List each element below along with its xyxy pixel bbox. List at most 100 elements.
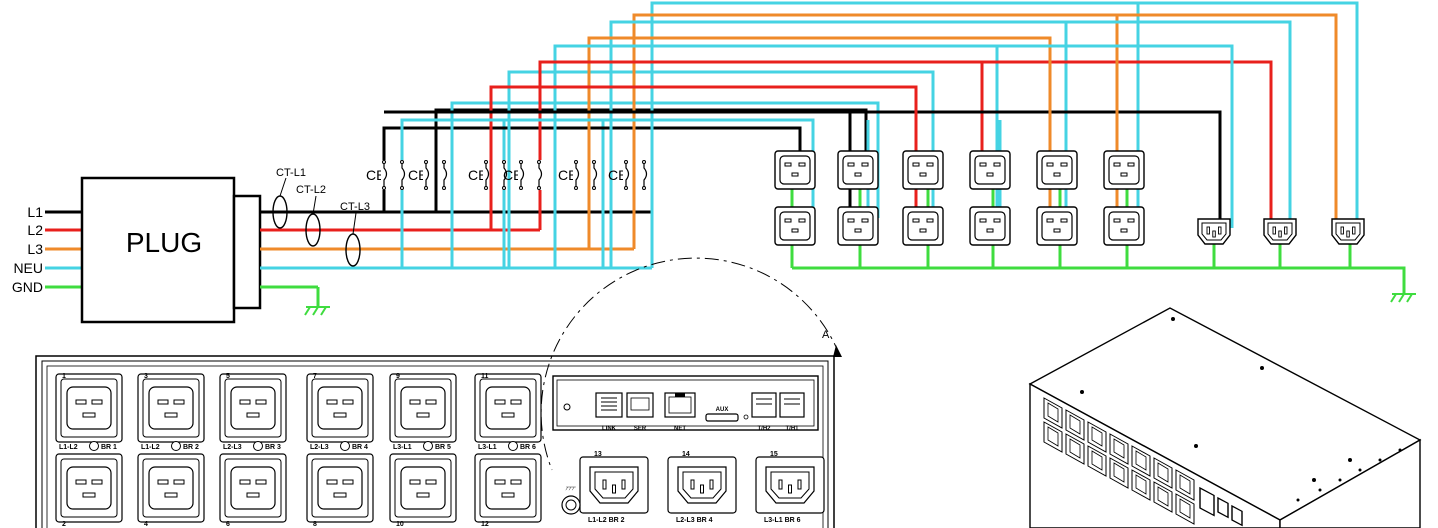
aux-port[interactable]: AUX: [705, 407, 749, 422]
c19-outlet: [969, 206, 1011, 246]
iso-outlet: [1175, 493, 1195, 525]
port-label-net: NET: [674, 426, 686, 432]
network-module: LINK SER NET AUX T/H2: [552, 375, 819, 432]
iso-outlet: [1043, 397, 1063, 429]
detail-marker-label: A: [822, 329, 830, 341]
breaker-label: CB: [503, 167, 522, 183]
ct-label-l2: CT-L2: [296, 184, 326, 196]
port-label-ser: SER: [634, 426, 647, 432]
iso-outlet: [1131, 445, 1151, 477]
port-label-aux: AUX: [716, 407, 729, 413]
breaker-label: CB: [468, 167, 487, 183]
circuit-breaker: CB: [608, 160, 648, 190]
ground-symbol-left: [304, 306, 331, 316]
outlet-number: 11: [481, 373, 489, 380]
svg-text:BR 5: BR 5: [435, 444, 451, 451]
iso-outlet: [1153, 457, 1173, 489]
outlet-number: 9: [396, 373, 400, 380]
rear-outlet: 4: [137, 453, 205, 528]
svg-text:L3-L1 BR 6: L3-L1 BR 6: [764, 517, 801, 524]
ground-bus: [792, 266, 1406, 294]
rear-outlet: 1: [55, 373, 123, 443]
circuit-breaker: CB: [503, 160, 543, 190]
c19-outlet: [837, 150, 879, 190]
temp-humidity-port-1[interactable]: T/H1: [779, 392, 805, 432]
input-label-l2: L2: [27, 222, 43, 238]
iso-outlet: [1109, 433, 1129, 465]
current-transformers: CT-L1 CT-L2 CT-L3: [272, 167, 370, 267]
temp-humidity-port-2[interactable]: T/H2: [751, 392, 777, 432]
svg-text:L1-L2: L1-L2: [59, 444, 78, 451]
c19-outlet: [774, 206, 816, 246]
c19-outlet: [837, 206, 879, 246]
rear-outlet: 3: [137, 373, 205, 443]
c13-outlet: [1197, 218, 1231, 245]
input-label-l3: L3: [27, 241, 43, 257]
ground-stud: [561, 486, 581, 515]
iso-outlet: [1065, 409, 1085, 441]
bank-label: L3-L1 BR 5: [393, 441, 451, 451]
rear-outlet: 8: [306, 453, 374, 528]
detail-callout: A: [540, 257, 842, 471]
phase-wire-c13: [384, 110, 1222, 230]
plug-block: PLUG: [80, 176, 262, 324]
iso-outlet: [1109, 457, 1129, 489]
svg-text:L3-L1: L3-L1: [393, 444, 412, 451]
c19-outlet: [969, 150, 1011, 190]
svg-text:BR 2: BR 2: [183, 444, 199, 451]
outlet-number: 7: [313, 373, 317, 380]
link-port[interactable]: LINK: [595, 392, 623, 432]
rear-outlet: 2: [55, 453, 123, 528]
iso-outlet: [1043, 421, 1063, 453]
outlet-number: 4: [144, 521, 148, 528]
circuit-breaker: CB: [366, 160, 406, 190]
rear-outlet: 7: [306, 373, 374, 443]
breaker-label: CB: [408, 167, 427, 183]
plug-label: PLUG: [126, 227, 202, 258]
c19-outlet: [902, 206, 944, 246]
ct-label-l1: CT-L1: [276, 167, 306, 179]
outlet-number: 8: [313, 521, 317, 528]
c19-outlet: [902, 150, 944, 190]
breaker-label: CB: [366, 167, 385, 183]
serial-port[interactable]: SER: [626, 392, 654, 432]
rear-outlet: 6: [219, 453, 287, 528]
neutral-wire: [402, 118, 815, 225]
iso-outlet: [1087, 421, 1107, 453]
iso-outlet: [1153, 481, 1173, 513]
port-label-link: LINK: [602, 426, 617, 432]
neutral-wire-c13: [611, 20, 1292, 228]
svg-text:13: 13: [594, 451, 602, 458]
rear-outlet: 9: [389, 373, 457, 443]
bus-lines: [260, 210, 652, 307]
port-label-th2: T/H2: [757, 426, 771, 432]
neutral-wire: [400, 118, 815, 268]
network-port[interactable]: NET: [664, 392, 696, 432]
outlet-number: 3: [144, 373, 148, 380]
svg-text:L3-L1: L3-L1: [478, 444, 497, 451]
iso-outlet: [1175, 469, 1195, 501]
svg-text:L2-L3 BR 4: L2-L3 BR 4: [676, 517, 713, 524]
c19-outlet: [1103, 206, 1145, 246]
phase-wire-c13: [540, 60, 1273, 230]
port-label-th1: T/H1: [785, 426, 799, 432]
iso-outlet: [1087, 445, 1107, 477]
iso-outlet: [1131, 469, 1151, 501]
branch-wiring: [382, 1, 1406, 294]
input-label-neu: NEU: [13, 260, 43, 276]
pdu-isometric-view: [1028, 307, 1422, 528]
svg-text:L1-L2 BR 2: L1-L2 BR 2: [588, 517, 625, 524]
svg-text:BR 1: BR 1: [101, 444, 117, 451]
ground-symbol-right: [1390, 293, 1417, 303]
input-label-gnd: GND: [12, 279, 43, 295]
rear-outlet: 11: [474, 373, 542, 443]
svg-text:BR 4: BR 4: [352, 444, 368, 451]
svg-text:BR 6: BR 6: [520, 444, 536, 451]
